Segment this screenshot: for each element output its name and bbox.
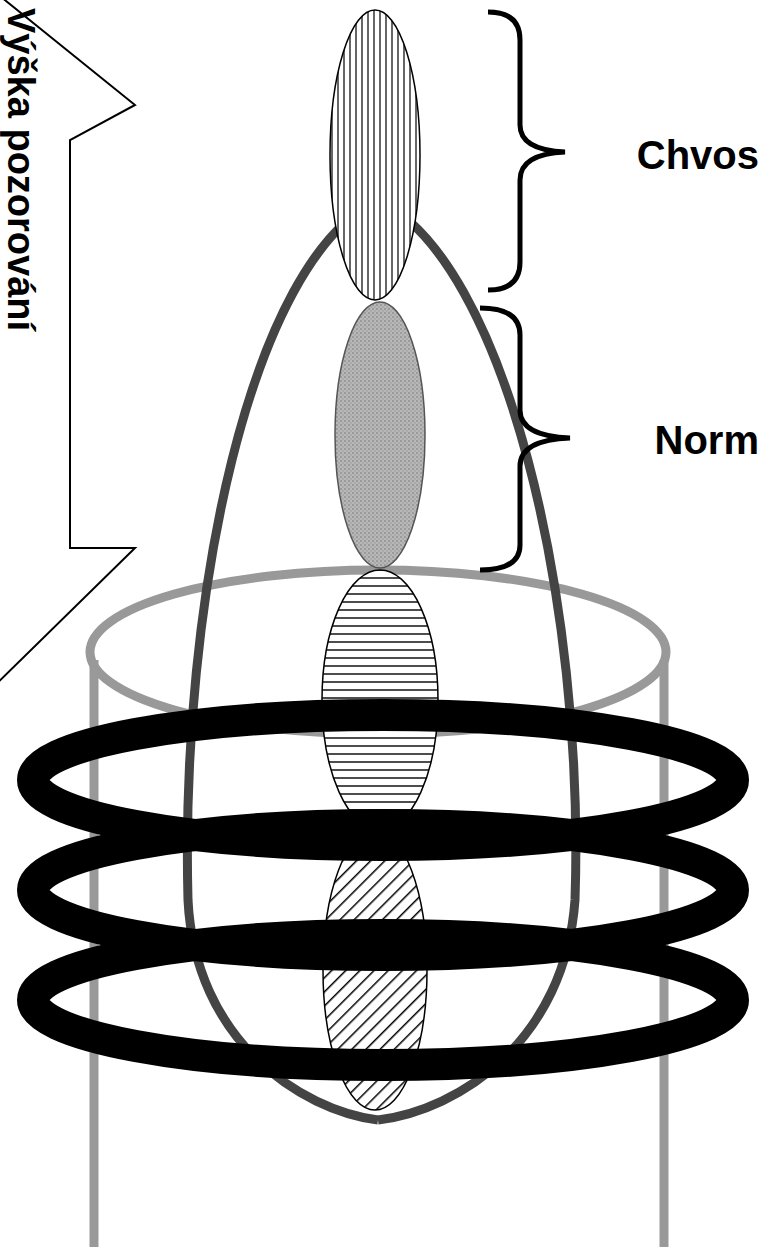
- brace: [480, 308, 570, 570]
- axis-label: Výška pozorování: [2, 8, 40, 331]
- normal-region: [335, 302, 425, 568]
- coil-winding: [33, 935, 733, 1065]
- region-label: Chvos: [637, 135, 759, 175]
- tail-region: [330, 10, 420, 300]
- brace: [488, 12, 565, 290]
- region-label: Norm: [655, 420, 759, 460]
- height-arrow: [0, 0, 135, 700]
